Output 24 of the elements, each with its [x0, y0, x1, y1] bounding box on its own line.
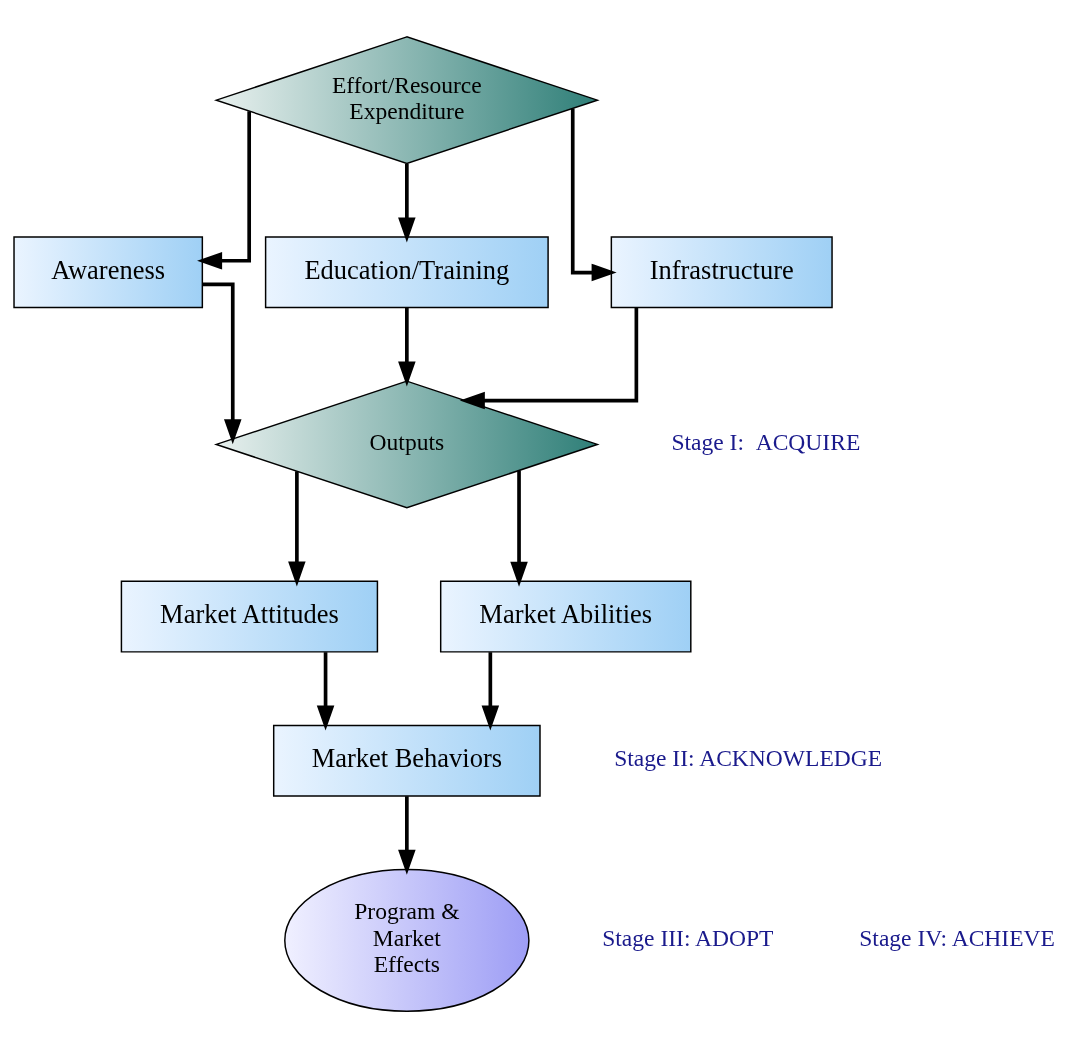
node-box: Awareness — [13, 235, 204, 308]
node-ellipse: Program & Market Effects — [284, 868, 530, 1012]
label: Stage II: ACKNOWLEDGE — [614, 744, 883, 771]
node-box: Market Behaviors — [272, 724, 541, 797]
arrow — [398, 795, 416, 875]
node-box: Market Attitudes — [120, 580, 379, 653]
node-box: Infrastructure — [610, 235, 833, 308]
node-diamond: Effort/Resource Expenditure — [214, 35, 600, 164]
arrow — [481, 651, 500, 731]
arrow — [197, 110, 251, 270]
arrow — [316, 651, 335, 731]
node-box: Education/Training — [264, 235, 549, 308]
arrow — [459, 307, 639, 409]
arrow — [202, 281, 242, 444]
label: Stage IV: ACHIEVE — [859, 924, 1055, 951]
arrow — [398, 307, 416, 387]
arrow — [398, 163, 416, 242]
label: Stage III: ADOPT — [602, 924, 774, 951]
label: Stage I: ACQUIRE — [671, 428, 861, 455]
node-box: Market Abilities — [439, 580, 692, 653]
arrow — [288, 470, 306, 586]
node-diamond: Outputs — [214, 379, 600, 508]
arrow — [570, 107, 617, 281]
arrow — [510, 470, 528, 587]
